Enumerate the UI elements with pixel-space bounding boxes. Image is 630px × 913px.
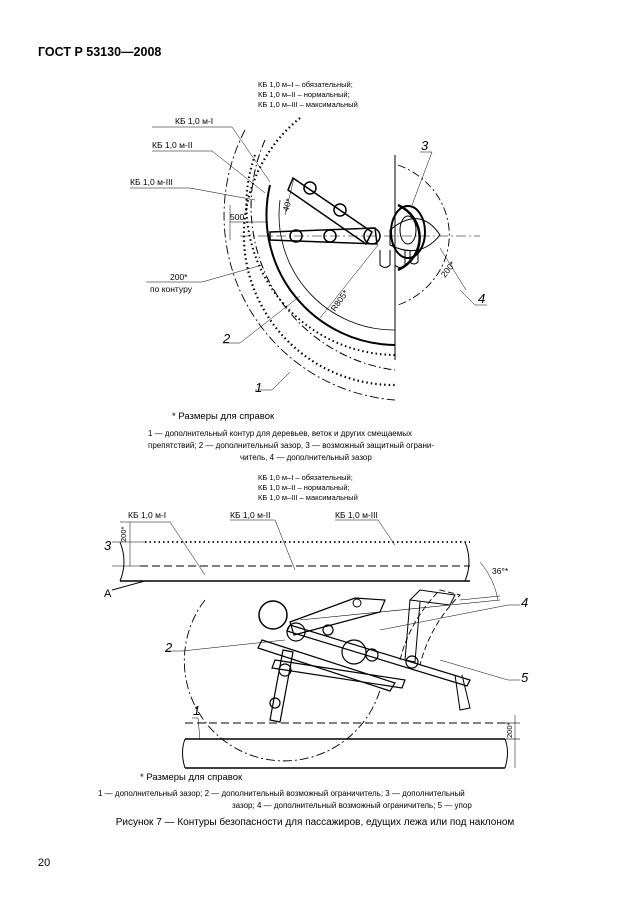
fig1-caption-line-2: препятствий; 2 — дополнительный зазор, 3… (148, 441, 434, 450)
fig2-caption-line-1: 1 — дополнительный зазор; 2 — дополнител… (98, 789, 465, 798)
clearance-contour-2 (265, 184, 396, 346)
fig1-caption-line-3: читель, 4 — дополнительный зазор (240, 453, 372, 462)
fig1-label-kb-iii: КБ 1,0 м-III (130, 177, 173, 187)
fig1-dim-40: 40* (280, 197, 294, 213)
fig2-caption-line-2: зазор; 4 — дополнительный возможный огра… (232, 801, 472, 810)
fig1-dim-500: 500 (230, 212, 244, 222)
fig2-arrow-a: A (104, 588, 112, 600)
fig2-label-kb-ii: КБ 1,0 м-II (230, 510, 270, 520)
fig1-number-2: 2 (222, 331, 231, 346)
fig2-legend-line-1: КБ 1,0 м–I – обязательный; (258, 473, 353, 482)
fig1-dim-200-b: по контуру (150, 284, 193, 294)
fig2-dim-200-top: 200* (119, 526, 128, 542)
page-number: 20 (38, 857, 51, 869)
fig2-number-4: 4 (521, 595, 528, 610)
fig1-legend-line-1: КБ 1,0 м–I – обязательный; (258, 80, 353, 89)
fig2-label-kb-i: КБ 1,0 м-I (128, 510, 166, 520)
fig1-legend-line-2: КБ 1,0 м–II – нормальный; (258, 90, 350, 99)
contour-outer-1 (223, 129, 396, 401)
fig2-label-kb-iii: КБ 1,0 м-III (335, 510, 378, 520)
document-header: ГОСТ Р 53130—2008 (38, 45, 162, 59)
fig1-legend-line-3: КБ 1,0 м–III – максимальный (258, 100, 358, 109)
fig1-footnote: * Размеры для справок (172, 411, 275, 422)
fig2-dim-angle: 36°* (492, 566, 509, 576)
figure-caption: Рисунок 7 — Контуры безопасности для пас… (115, 817, 515, 828)
contour-right-4 (397, 164, 450, 306)
fig2-number-2: 2 (164, 640, 173, 655)
fig2-legend-line-2: КБ 1,0 м–II – нормальный; (258, 483, 350, 492)
fig1-label-kb-ii: КБ 1,0 м-II (152, 140, 192, 150)
contour-kb-iii (242, 117, 396, 387)
contour-kb-i (245, 154, 396, 356)
fig1-caption-line-1: 1 — дополнительный контур для деревьев, … (148, 429, 412, 438)
protective-limiter-3 (397, 203, 421, 272)
fig1-number-4: 4 (478, 291, 485, 306)
fig2-footnote: * Размеры для справок (140, 772, 243, 783)
fig1-dim-200-a: 200* (170, 272, 188, 282)
fig1-number-3: 3 (421, 138, 429, 153)
fig2-legend-line-3: КБ 1,0 м–III – максимальный (258, 493, 358, 502)
fig2-number-5: 5 (521, 670, 529, 685)
fig2-dim-200-bottom: 200* (505, 722, 514, 738)
fig2-number-3: 3 (104, 538, 112, 553)
fig1-number-1: 1 (255, 380, 262, 395)
fig2-number-1: 1 (193, 703, 200, 718)
fig1-label-kb-i: КБ 1,0 м-I (175, 116, 213, 126)
